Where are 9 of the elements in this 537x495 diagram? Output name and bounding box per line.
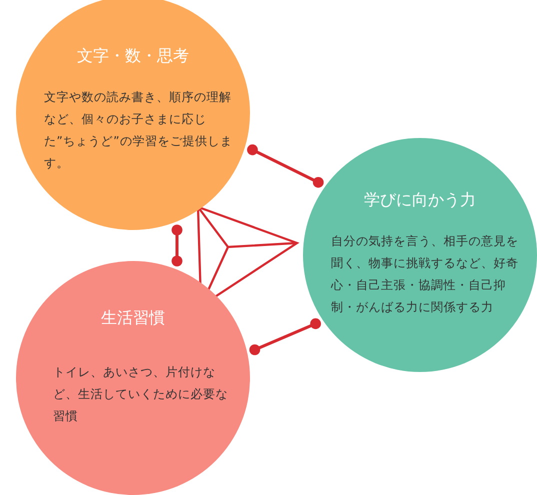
circle-description: 文字や数の読み書き、順序の理解など、個々のお子さまに応じた”ちょうど”の学習をご提供します。: [44, 89, 234, 172]
circle-description: トイレ、あいさつ、片付けなど、生活していくために必要な習慣: [53, 364, 229, 425]
circle-heading: 学びに向かう力: [363, 190, 477, 211]
connector-line: [249, 318, 321, 356]
circle-heading: 文字・数・思考: [76, 46, 190, 67]
connector-line: [172, 224, 182, 266]
connector-line: [247, 144, 324, 188]
circle-heading: 生活習慣: [100, 308, 166, 329]
circle-description: 自分の気持を言う、相手の意見を聞く、物事に挑戦するなど、好奇心・自己主張・協調性・自己抑制・がんばる力に関係する力: [331, 233, 520, 316]
